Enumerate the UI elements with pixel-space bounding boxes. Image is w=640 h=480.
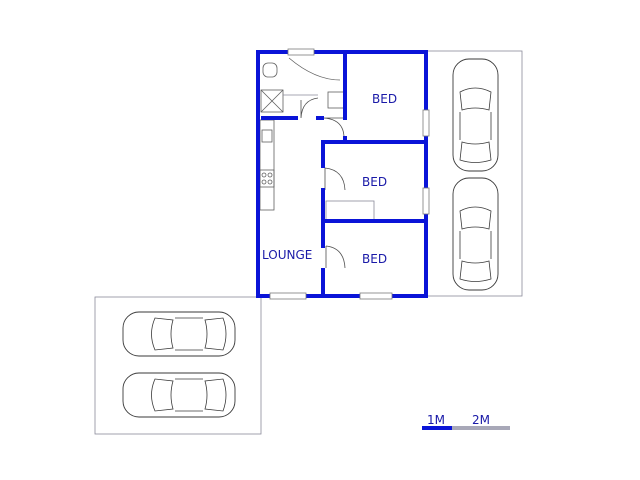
passage-door	[300, 97, 319, 119]
shower-fixture	[260, 89, 284, 113]
bed3-door	[325, 245, 346, 269]
parked-car-lower-bottom	[122, 372, 236, 418]
room-label-bed1: BED	[372, 92, 397, 106]
basin-fixture	[327, 91, 345, 109]
exterior-wall	[256, 50, 428, 298]
shower-cross-b	[260, 89, 284, 113]
stove-fixture	[259, 169, 275, 188]
stove-burner-c	[261, 179, 267, 185]
built-in-cupboard	[325, 200, 375, 221]
parked-car-right-top	[452, 58, 499, 172]
room-label-bed2: BED	[362, 175, 387, 189]
scale-label-2m: 2M	[472, 413, 490, 427]
bathroom-window	[287, 48, 315, 56]
parked-car-lower-top	[122, 311, 236, 357]
stove-burner-a	[261, 172, 267, 178]
bathroom-fixtures	[260, 57, 345, 113]
bathroom-door-swing	[288, 57, 341, 81]
bed1-door	[322, 117, 345, 139]
lower-parking-boundary	[94, 296, 262, 435]
stove-burner-d	[267, 179, 273, 185]
kitchen-fixtures	[259, 119, 275, 211]
scale-bar: 1M 2M	[422, 413, 510, 430]
room-label-lounge: LOUNGE	[262, 248, 312, 262]
bed1-window	[422, 109, 430, 137]
windows	[269, 48, 430, 300]
bed2-door	[324, 167, 346, 191]
doors	[300, 97, 346, 269]
lounge-entrance	[269, 292, 307, 300]
kitchen-sink	[261, 129, 273, 143]
walls	[256, 50, 428, 298]
bed3-window	[359, 292, 393, 300]
scale-label-1m: 1M	[427, 413, 445, 427]
parked-car-right-bottom	[452, 177, 499, 291]
bed2-window	[422, 187, 430, 215]
stove-burner-b	[267, 172, 273, 178]
room-label-bed3: BED	[362, 252, 387, 266]
toilet-fixture	[262, 62, 278, 78]
